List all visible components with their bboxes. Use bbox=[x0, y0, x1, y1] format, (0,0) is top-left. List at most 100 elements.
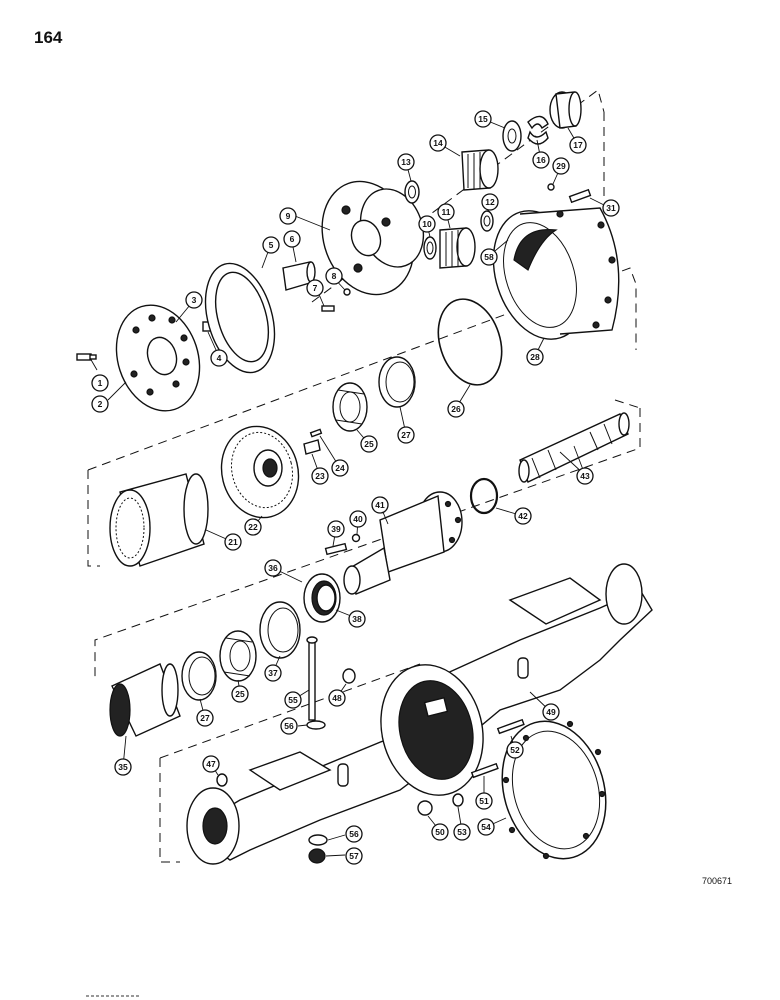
callout-53: 53 bbox=[453, 823, 471, 841]
part-washer-12 bbox=[480, 210, 494, 232]
svg-text:13: 13 bbox=[401, 157, 411, 167]
svg-text:1: 1 bbox=[98, 378, 103, 388]
svg-text:37: 37 bbox=[268, 668, 278, 678]
callout-23: 23 bbox=[311, 467, 329, 485]
part-bearing-cup-27 bbox=[378, 356, 416, 408]
callout-26: 26 bbox=[447, 400, 465, 418]
part-plate-3 bbox=[115, 304, 201, 412]
callout-9: 9 bbox=[279, 207, 297, 225]
callout-40: 40 bbox=[349, 510, 367, 528]
svg-text:11: 11 bbox=[442, 207, 451, 217]
drawing-code: 700671 bbox=[702, 876, 733, 886]
svg-text:3: 3 bbox=[192, 295, 197, 305]
callout-25-lower: 25 bbox=[231, 685, 249, 703]
callout-29: 29 bbox=[552, 157, 570, 175]
callout-6: 6 bbox=[283, 230, 301, 248]
svg-text:15: 15 bbox=[478, 114, 488, 124]
callout-13: 13 bbox=[397, 153, 415, 171]
callout-3: 3 bbox=[185, 291, 203, 309]
svg-text:6: 6 bbox=[290, 234, 295, 244]
svg-text:39: 39 bbox=[331, 524, 341, 534]
callout-5: 5 bbox=[262, 236, 280, 254]
callout-43: 43 bbox=[576, 467, 594, 485]
callout-16: 16 bbox=[532, 151, 550, 169]
svg-text:57: 57 bbox=[349, 851, 359, 861]
part-washer-40 bbox=[351, 533, 361, 543]
part-ball-29 bbox=[547, 183, 555, 191]
parts bbox=[76, 91, 653, 865]
part-carrier-9 bbox=[321, 180, 425, 296]
callout-22: 22 bbox=[244, 518, 262, 536]
svg-text:50: 50 bbox=[435, 827, 445, 837]
svg-text:24: 24 bbox=[335, 463, 345, 473]
svg-text:22: 22 bbox=[248, 522, 258, 532]
callout-55: 55 bbox=[284, 691, 302, 709]
callout-37: 37 bbox=[264, 664, 282, 682]
part-pin-24 bbox=[309, 428, 323, 438]
part-nut-57 bbox=[308, 848, 326, 864]
part-cover-35 bbox=[109, 663, 181, 737]
callout-47: 47 bbox=[202, 755, 220, 773]
svg-text:4: 4 bbox=[217, 353, 222, 363]
svg-text:58: 58 bbox=[484, 252, 494, 262]
callout-25: 25 bbox=[360, 435, 378, 453]
callout-17: 17 bbox=[569, 136, 587, 154]
part-bearing-cup-37 bbox=[259, 601, 301, 659]
part-gear-22 bbox=[220, 425, 300, 519]
callout-48: 48 bbox=[328, 689, 346, 707]
callout-28: 28 bbox=[526, 348, 544, 366]
svg-text:26: 26 bbox=[451, 404, 461, 414]
part-oring-26 bbox=[437, 298, 503, 386]
svg-text:31: 31 bbox=[606, 203, 616, 213]
svg-text:7: 7 bbox=[313, 283, 318, 293]
part-bearing-cone-25 bbox=[332, 382, 368, 432]
svg-text:28: 28 bbox=[530, 352, 540, 362]
svg-text:35: 35 bbox=[118, 762, 128, 772]
group-outlines bbox=[87, 89, 641, 863]
part-snap-ring-42 bbox=[469, 477, 499, 515]
callout-56-lower: 56 bbox=[345, 825, 363, 843]
part-washer-15 bbox=[502, 120, 522, 152]
callout-27: 27 bbox=[397, 426, 415, 444]
part-bolt-7 bbox=[321, 305, 335, 312]
callout-11: 11 bbox=[437, 203, 455, 221]
callout-8: 8 bbox=[325, 267, 343, 285]
callout-54: 54 bbox=[477, 818, 495, 836]
callout-36: 36 bbox=[264, 559, 282, 577]
part-plug-53 bbox=[452, 793, 464, 807]
part-seal-38 bbox=[303, 573, 341, 623]
part-stud-55 bbox=[306, 636, 318, 721]
callout-12: 12 bbox=[481, 193, 499, 211]
callout-56-upper: 56 bbox=[280, 717, 298, 735]
svg-text:43: 43 bbox=[580, 471, 590, 481]
part-ring-gear-21 bbox=[109, 473, 209, 567]
callout-38: 38 bbox=[348, 610, 366, 628]
callout-27-lower: 27 bbox=[196, 709, 214, 727]
part-bolt-1 bbox=[76, 353, 97, 361]
callout-42: 42 bbox=[514, 507, 532, 525]
svg-text:25: 25 bbox=[364, 439, 374, 449]
svg-text:38: 38 bbox=[352, 614, 362, 624]
callout-10: 10 bbox=[418, 215, 436, 233]
part-clip-16 bbox=[527, 115, 549, 145]
svg-text:52: 52 bbox=[510, 745, 520, 755]
callouts: 1 2 3 4 5 6 7 8 9 10 11 12 13 14 15 16 1… bbox=[91, 110, 620, 865]
part-clip-23 bbox=[303, 439, 321, 455]
svg-text:54: 54 bbox=[481, 822, 491, 832]
svg-text:23: 23 bbox=[315, 471, 325, 481]
svg-text:41: 41 bbox=[375, 500, 385, 510]
part-dowel-51 bbox=[470, 762, 499, 779]
part-housing-28 bbox=[492, 207, 620, 340]
part-bolt-39 bbox=[324, 542, 348, 556]
callout-15: 15 bbox=[474, 110, 492, 128]
svg-text:29: 29 bbox=[556, 161, 566, 171]
callout-35: 35 bbox=[114, 758, 132, 776]
svg-text:2: 2 bbox=[98, 399, 103, 409]
callout-24: 24 bbox=[331, 459, 349, 477]
svg-text:21: 21 bbox=[228, 537, 238, 547]
part-washer-56b bbox=[308, 834, 328, 846]
part-washer-56a bbox=[306, 720, 326, 730]
part-nut-17 bbox=[549, 91, 582, 129]
callout-57: 57 bbox=[345, 847, 363, 865]
